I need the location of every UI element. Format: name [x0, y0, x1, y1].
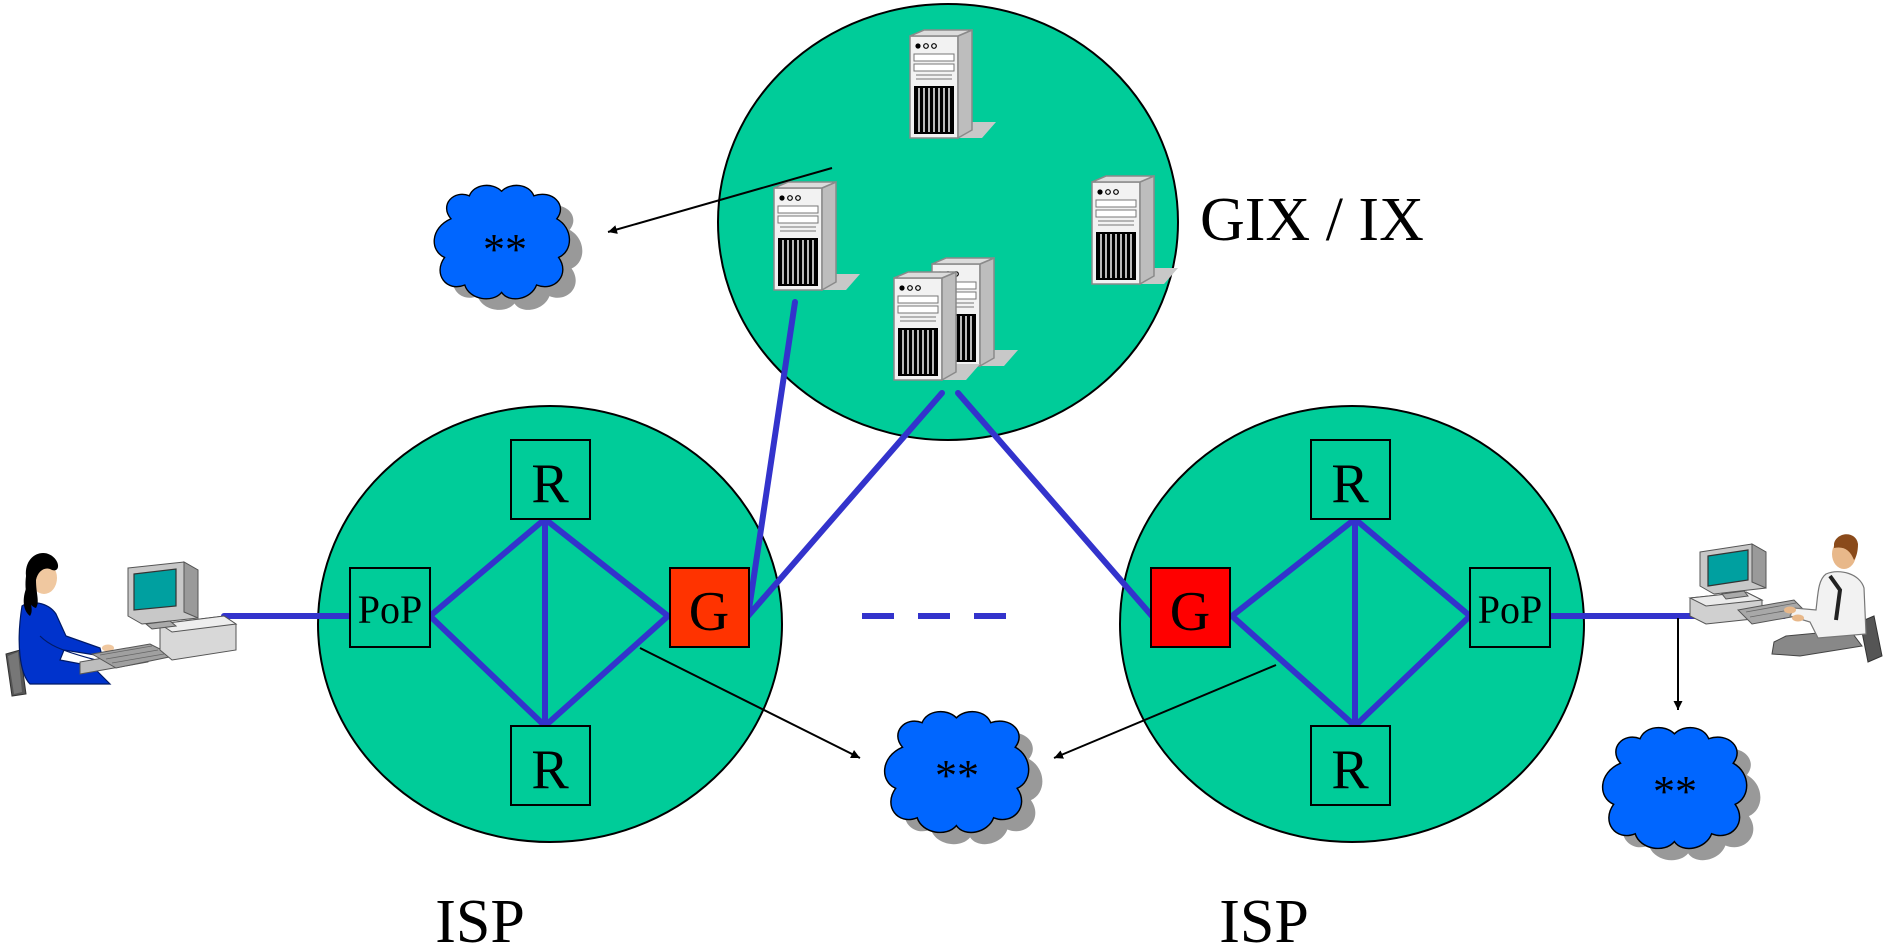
gateway-label: G	[689, 581, 729, 643]
pop-node-left: PoP	[349, 567, 431, 648]
router-node-bottom-left: R	[510, 725, 591, 806]
pointer-arrows	[607, 167, 1683, 759]
gateway-node-left: G	[669, 567, 750, 648]
gateway-node-right: G	[1150, 567, 1231, 648]
router-node-top-right: R	[1310, 439, 1391, 520]
router-node-top-left: R	[510, 439, 591, 520]
cloud-label: **	[483, 225, 527, 274]
router-label: R	[1331, 453, 1369, 515]
pop-label: PoP	[1478, 587, 1543, 632]
router-node-bottom-right: R	[1310, 725, 1391, 806]
pop-label: PoP	[358, 587, 423, 632]
isp-left-network-circle	[317, 405, 783, 843]
gix-network-circle	[717, 3, 1179, 441]
isp-right-label: ISP	[1219, 888, 1309, 950]
pop-node-right: PoP	[1469, 567, 1551, 648]
woman-at-computer-icon	[5, 552, 237, 697]
man-at-computer-icon	[1688, 532, 1884, 664]
router-label: R	[1331, 739, 1369, 801]
cloud-label: **	[1653, 767, 1697, 816]
gateway-label: G	[1170, 581, 1210, 643]
cloud-label: **	[935, 751, 979, 800]
isp-left-label: ISP	[435, 888, 525, 950]
router-label: R	[531, 739, 569, 801]
router-label: R	[531, 453, 569, 515]
gix-label: GIX / IX	[1200, 186, 1424, 254]
network-links	[221, 299, 1787, 729]
